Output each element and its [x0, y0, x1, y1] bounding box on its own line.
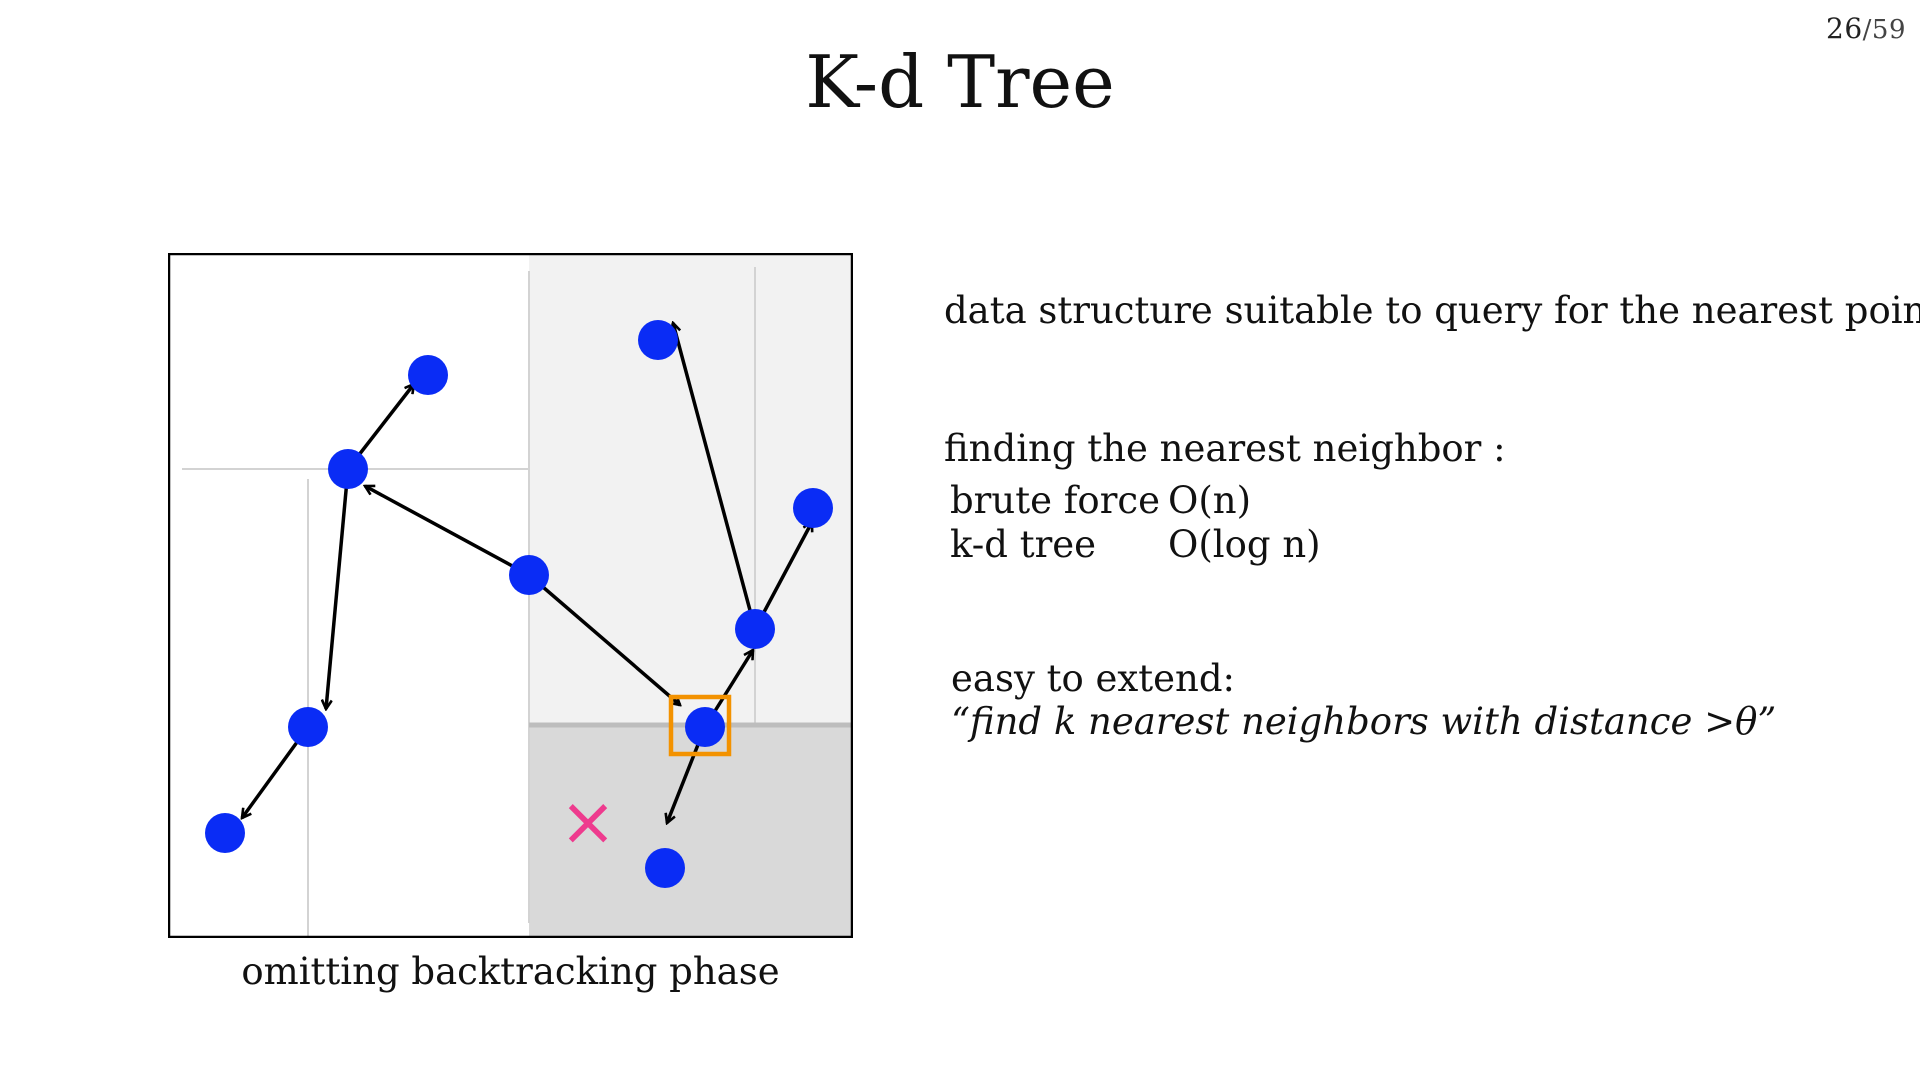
tree-edge [326, 468, 350, 709]
tree-point [205, 813, 245, 853]
tree-edge [673, 323, 757, 630]
slide-title: K-d Tree [805, 40, 1115, 124]
tree-point [328, 449, 368, 489]
tree-point [288, 707, 328, 747]
highlight-box [668, 694, 732, 757]
complexity-method: brute force [950, 478, 1161, 522]
diagram-caption: omitting backtracking phase [241, 950, 780, 993]
tree-point [645, 848, 685, 888]
complexity-table: brute force O(n) k-d tree O(log n) [950, 478, 1321, 566]
page-current: 26 [1826, 12, 1863, 45]
tree-point [735, 609, 775, 649]
complexity-method: k-d tree [950, 522, 1097, 566]
complexity-row: brute force O(n) [950, 478, 1321, 522]
tree-point [408, 355, 448, 395]
extension-heading: easy to extend: [951, 657, 1236, 700]
page-separator: / [1862, 15, 1872, 45]
tree-edge [753, 522, 814, 630]
tree-edge [365, 484, 530, 577]
tree-point-nearest-candidate [685, 707, 725, 747]
complexity-cost: O(log n) [1168, 522, 1321, 566]
query-point-marker: × [560, 783, 617, 862]
tree-point-root [509, 555, 549, 595]
tree-edge [527, 573, 680, 705]
description-text: data structure suitable to query for the… [944, 289, 1920, 332]
kd-tree-diagram: × [168, 253, 853, 938]
page-total: 59 [1871, 15, 1906, 45]
tree-point [793, 488, 833, 528]
nearest-neighbor-heading: finding the nearest neighbor : [944, 427, 1506, 470]
complexity-row: k-d tree O(log n) [950, 522, 1321, 566]
diagram-border [168, 253, 853, 938]
tree-point [638, 320, 678, 360]
extension-example: “find k nearest neighbors with distance … [951, 700, 1777, 743]
complexity-cost: O(n) [1168, 478, 1252, 522]
